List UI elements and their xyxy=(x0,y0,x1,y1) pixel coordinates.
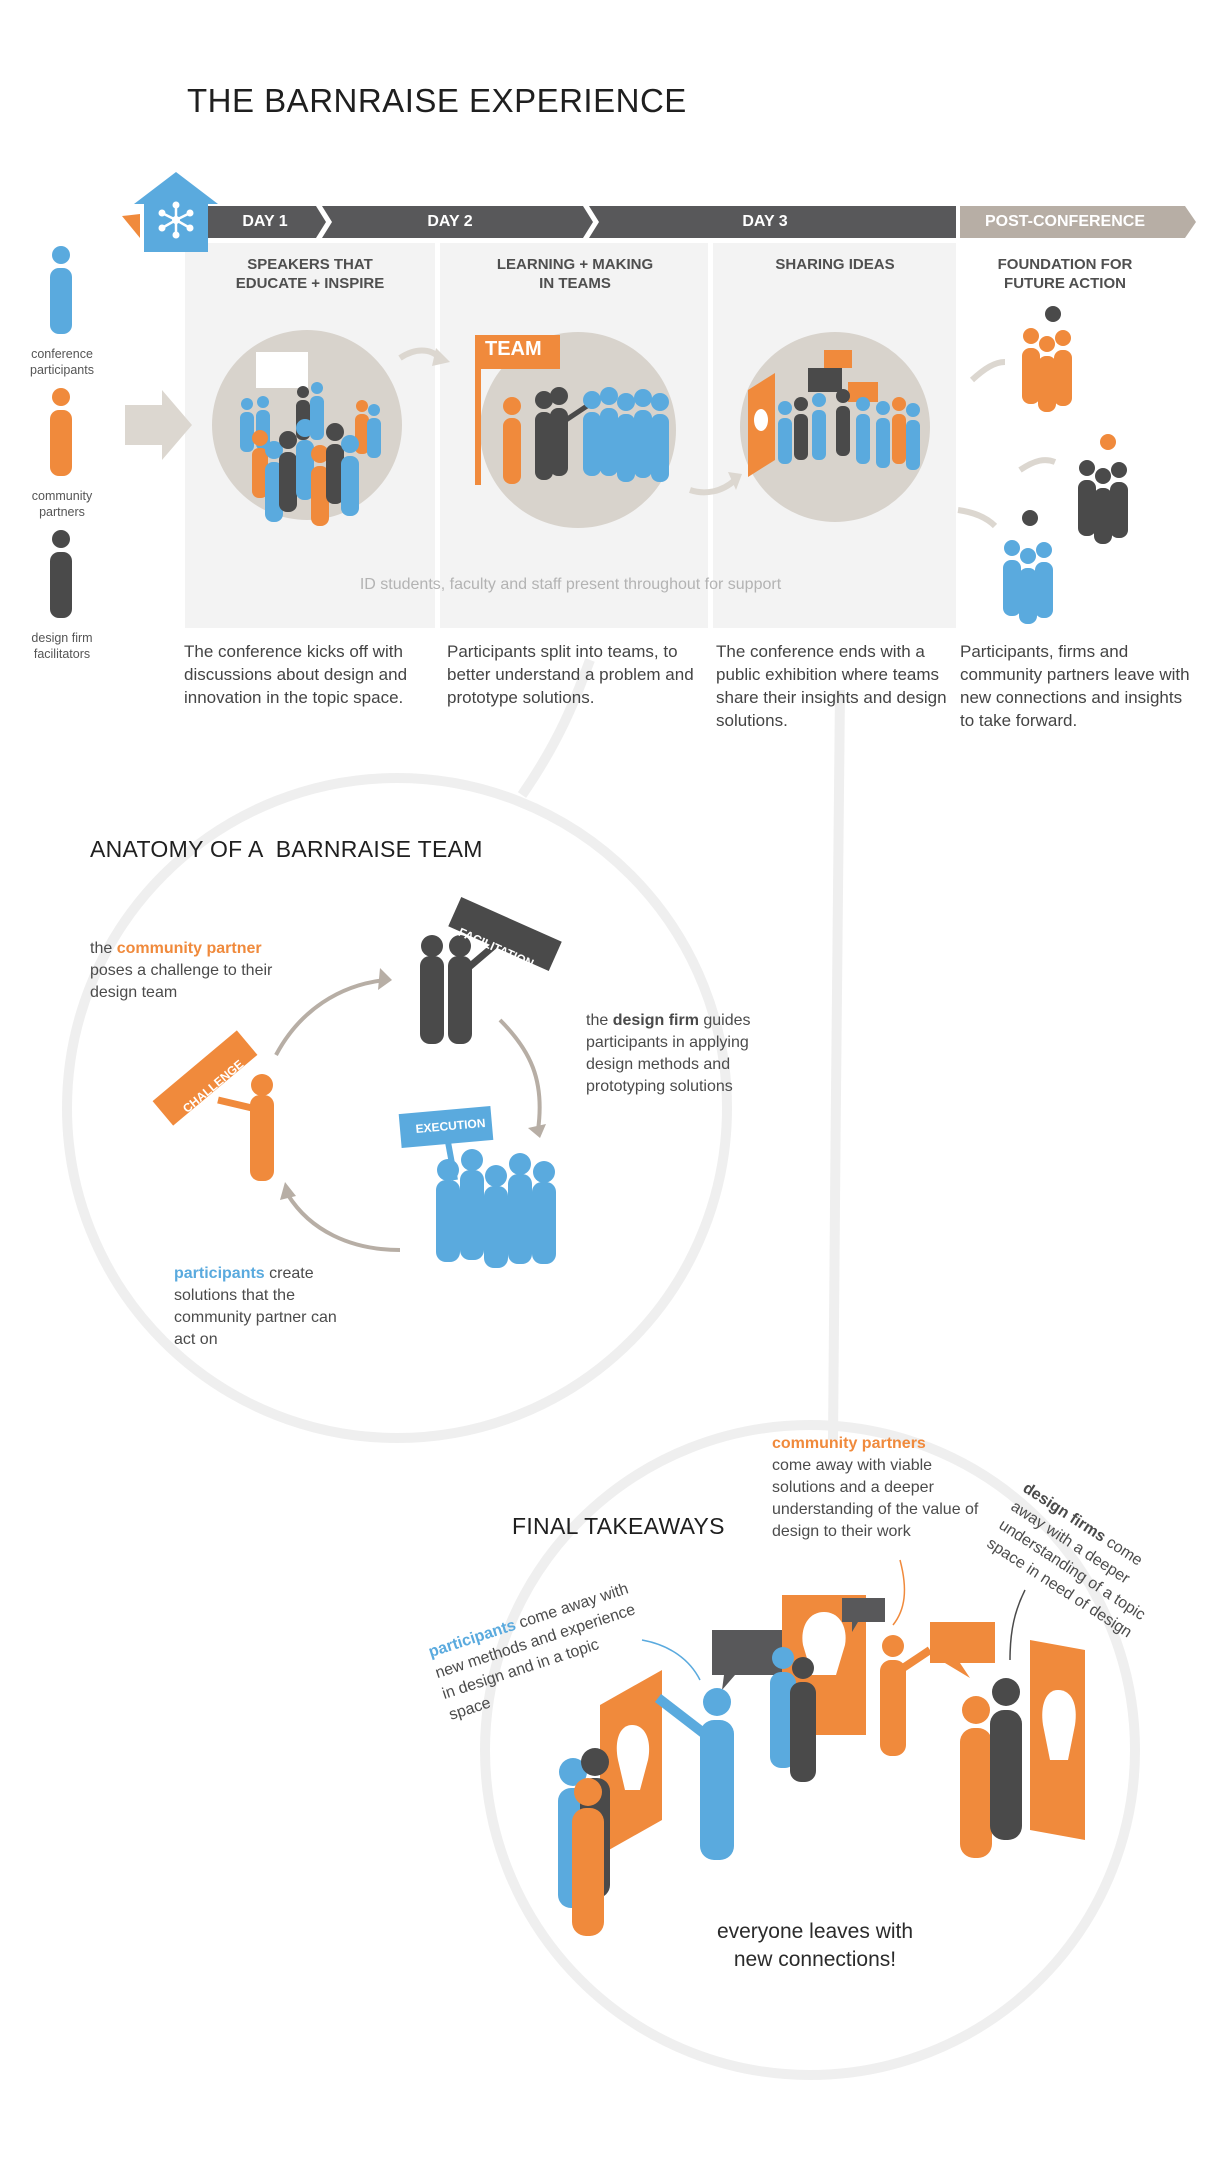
post-description: Participants, firms and community partne… xyxy=(960,642,1190,730)
partner-figure xyxy=(50,410,72,476)
day1-description: The conference kicks off with discussion… xyxy=(184,642,408,707)
connector-line-1 xyxy=(517,658,595,798)
team-pole xyxy=(475,335,481,485)
facilitation-sign xyxy=(448,897,562,971)
day2-label: DAY 2 xyxy=(427,213,473,230)
firms-arrow xyxy=(1009,1589,1026,1661)
participants-highlight: participants xyxy=(174,1265,265,1282)
day3-crowd xyxy=(778,389,920,470)
bubble-small xyxy=(842,1598,885,1632)
post-conference-label: POST-CONFERENCE xyxy=(984,213,1145,230)
day2-to-day3-arrow xyxy=(689,477,738,496)
takeaways-circle xyxy=(480,1420,1140,2080)
day1-crowd xyxy=(240,382,381,526)
day-divider-1 xyxy=(316,206,332,238)
anatomy-participants-text: participants create solutions that the c… xyxy=(174,1265,337,1348)
design-firm-highlight: design firm xyxy=(612,1012,699,1029)
bubble-dark xyxy=(712,1630,782,1690)
anatomy-title: ANATOMY OF A BARNRAISE TEAM xyxy=(90,836,483,862)
legend-facilitators: design firm facilitators xyxy=(31,631,93,661)
anatomy-circle xyxy=(62,773,732,1443)
cycle-arrow-bottom xyxy=(286,1193,401,1252)
day3-circle xyxy=(740,332,930,522)
speaker-screen xyxy=(256,352,308,388)
column-heading-post: FOUNDATION FOR FUTURE ACTION xyxy=(997,256,1133,292)
partners-arrow xyxy=(892,1559,906,1626)
cycle-arrow-top xyxy=(274,978,386,1056)
team-sign-label: TEAM xyxy=(485,338,542,360)
day3-label: DAY 3 xyxy=(742,213,788,230)
participant-figure xyxy=(50,268,72,334)
timeline-illustrations xyxy=(125,306,1128,624)
challenge-sign xyxy=(152,1030,258,1126)
legend-partners: community partners xyxy=(31,489,93,519)
team-flag xyxy=(475,335,560,369)
takeaways-title: FINAL TAKEAWAYS xyxy=(512,1513,725,1539)
day1-label: DAY 1 xyxy=(242,213,288,230)
column-heading-day3: SHARING IDEAS xyxy=(775,256,895,273)
anatomy-partner-text: the community partner poses a challenge … xyxy=(90,940,273,1001)
day2-description: Participants split into teams, to better… xyxy=(447,642,694,707)
post-group-orange xyxy=(1022,306,1072,412)
day-divider-2 xyxy=(583,206,599,238)
day-bar-dark xyxy=(205,206,956,238)
post-group-blue xyxy=(1003,510,1053,624)
legend-figures xyxy=(50,246,72,618)
community-partners-highlight: community partners xyxy=(772,1435,926,1452)
support-note: ID students, faculty and staff present t… xyxy=(359,576,782,593)
community-partner-highlight: community partner xyxy=(116,940,262,957)
connector-line-2 xyxy=(828,689,845,1441)
post-conference-bar xyxy=(960,206,1196,238)
day2-crowd xyxy=(503,387,669,484)
participants-arrow xyxy=(641,1639,701,1681)
facilitator-figure xyxy=(50,552,72,618)
post-arrows xyxy=(957,359,1057,529)
anatomy-firm-text: the design firm guides participants in a… xyxy=(586,1012,751,1095)
day3-description: The conference ends with a public exhibi… xyxy=(716,642,947,730)
entry-arrow xyxy=(125,390,192,460)
post-group-dark xyxy=(1078,434,1128,544)
legend-participants: conference participants xyxy=(30,347,94,377)
anatomy-cycle xyxy=(152,897,562,1268)
bubble-orange xyxy=(930,1622,995,1678)
closing-message: everyone leaves with new connections! xyxy=(716,1920,914,1971)
house-network-icon xyxy=(122,172,218,252)
page-title: THE BARNRAISE EXPERIENCE xyxy=(187,82,687,119)
column-heading-day2: LEARNING + MAKING IN TEAMS xyxy=(496,256,654,292)
execution-sign xyxy=(398,1106,494,1148)
column-heading-day1: SPEAKERS THAT EDUCATE + INSPIRE xyxy=(235,256,385,292)
day-bar xyxy=(205,206,1196,238)
takeaway-people xyxy=(558,1635,1022,1936)
cycle-arrow-right xyxy=(498,1018,542,1131)
